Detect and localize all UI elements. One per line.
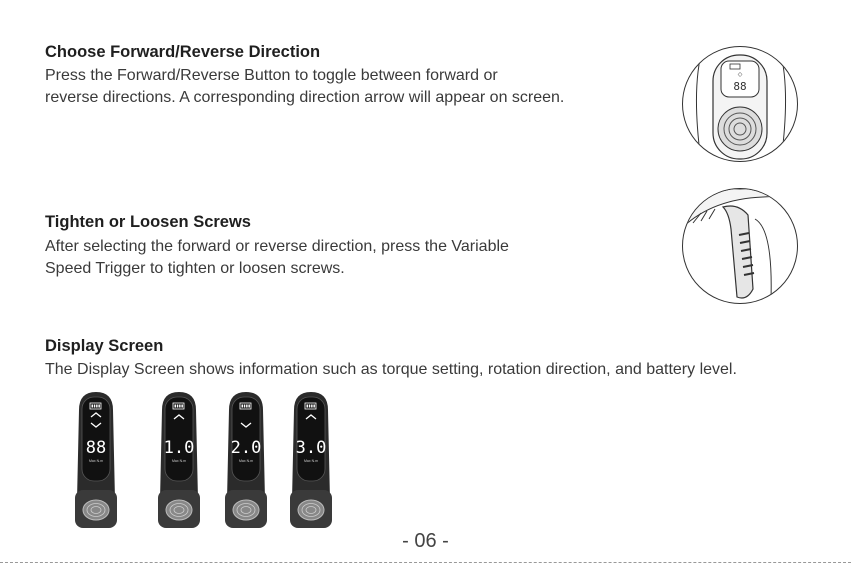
display-value: 88	[733, 80, 746, 93]
screen	[164, 396, 194, 482]
battery-bar	[96, 404, 98, 408]
display-value: 1.0	[164, 438, 195, 458]
trigger-illustration	[682, 188, 798, 304]
arrow-icon: ◇	[738, 72, 743, 78]
battery-bar	[91, 404, 93, 408]
section-heading-tighten: Tighten or Loosen Screws	[45, 213, 251, 231]
button-ring	[236, 503, 256, 517]
battery-bar	[181, 404, 183, 408]
battery-bar	[176, 404, 179, 408]
battery-bar	[306, 404, 308, 408]
battery-icon	[729, 63, 741, 70]
direction-button	[232, 499, 260, 521]
button-ring	[305, 506, 317, 514]
battery-bar	[311, 404, 313, 408]
display-value: 88	[86, 438, 106, 458]
arrow-up-icon	[173, 414, 185, 420]
direction-button-illustration: ◇ 88	[682, 46, 798, 162]
battery-bar	[308, 404, 311, 408]
screen	[296, 396, 326, 482]
text-line: After selecting the forward or reverse d…	[45, 238, 509, 255]
text-line: The Display Screen shows information suc…	[45, 361, 737, 378]
battery-icon	[239, 402, 252, 410]
battery-bar	[243, 404, 246, 408]
unit-label: Max N.m	[172, 459, 186, 463]
button-ring	[90, 506, 102, 514]
text-line: reverse directions. A corresponding dire…	[45, 89, 565, 106]
direction-button	[297, 499, 325, 521]
section-text-direction: Press the Forward/Reverse Button to togg…	[45, 65, 564, 109]
section-text-display: The Display Screen shows information suc…	[45, 359, 737, 381]
battery-bar	[174, 404, 176, 408]
battery-bar	[93, 404, 96, 408]
section-text-tighten: After selecting the forward or reverse d…	[45, 236, 509, 280]
screen	[231, 396, 261, 482]
arrow-down-icon	[90, 422, 102, 428]
battery-icon	[304, 402, 317, 410]
section-heading-display: Display Screen	[45, 337, 164, 355]
direction-button	[82, 499, 110, 521]
button-ring	[169, 503, 189, 517]
unit-label: Max N.m	[89, 459, 103, 463]
battery-bar	[179, 404, 181, 408]
battery-bar	[246, 404, 248, 408]
button-ring	[301, 503, 321, 517]
battery-bar	[241, 404, 243, 408]
battery-bar	[98, 404, 100, 408]
section-heading-direction: Choose Forward/Reverse Direction	[45, 43, 321, 61]
battery-icon	[89, 402, 102, 410]
text-line: Press the Forward/Reverse Button to togg…	[45, 67, 498, 84]
direction-button	[165, 499, 193, 521]
text-line: Speed Trigger to tighten or loosen screw…	[45, 260, 345, 277]
arrow-up-icon	[305, 414, 317, 420]
display-value: 3.0	[296, 438, 327, 458]
battery-icon	[172, 402, 185, 410]
display-value: 2.0	[231, 438, 262, 458]
arrow-down-icon	[240, 422, 252, 428]
screen	[81, 396, 111, 482]
footer-rule	[0, 562, 851, 563]
button-ring	[240, 506, 252, 514]
page-number: - 06 -	[402, 530, 449, 552]
battery-bar	[313, 404, 315, 408]
battery-bar	[248, 404, 250, 408]
arrow-up-icon	[90, 412, 102, 418]
unit-label: Max N.m	[304, 459, 318, 463]
button-ring	[86, 503, 106, 517]
unit-label: Max N.m	[239, 459, 253, 463]
button-ring	[173, 506, 185, 514]
